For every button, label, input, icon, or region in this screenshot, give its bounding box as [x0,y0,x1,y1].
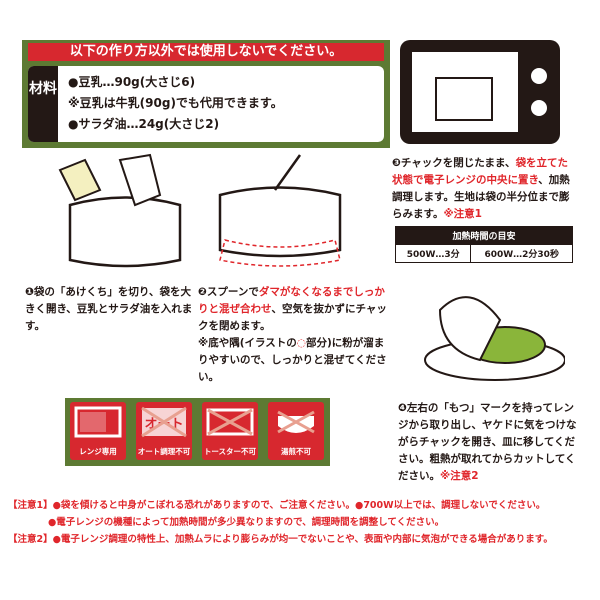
table-title: 加熱時間の目安 [395,226,573,245]
no-auto-icon: オート [141,406,187,438]
ingredients-box: 材料 ●豆乳…90g(大さじ6) ※豆乳は牛乳(90g)でも代用できます。 ●サ… [28,66,384,142]
microwave-icon [74,406,122,438]
microwave-only-badge: レンジ専用 [70,402,126,460]
no-auto-cook-badge: オート オート調理不可 [136,402,192,460]
ingredient-line: ●豆乳…90g(大さじ6) [68,75,196,89]
table-cell: 600W…2分30秒 [470,244,573,263]
ingredients-panel: 以下の作り方以外では使用しないでください。 材料 ●豆乳…90g(大さじ6) ※… [22,40,390,148]
step1-illustration [58,153,182,268]
ingredient-line: ※豆乳は牛乳(90g)でも代用できます。 [68,96,283,110]
step-4-text: ❹左右の「もつ」マークを持ってレンジから取り出し、ヤケドに気をつけながらチャック… [398,402,577,482]
no-toaster-icon [206,408,254,436]
step4-illustration [424,296,565,381]
microwave-illustration [400,40,560,144]
note-line: 【注意1】●袋を傾けると中身がこぼれる恐れがありますので、ご注意ください。●70… [8,500,546,511]
caution-notes: 【注意1】●袋を傾けると中身がこぼれる恐れがありますので、ご注意ください。●70… [8,497,553,548]
no-boil-icon [277,410,315,434]
note-line: ●電子レンジの機種によって加熱時間が多少異なりますので、調理時間を調整してくださ… [48,517,445,528]
ingredient-line: ●サラダ油…24g(大さじ2) [68,117,220,131]
no-boiling-badge: 湯煎不可 [268,402,324,460]
table-cell: 500W…3分 [394,244,472,263]
step-2-text: ❷スプーンでダマがなくなるまでしっかりと混ぜ合わせ、空気を抜かずにチャックを閉め… [198,286,387,383]
usage-icons-strip: レンジ専用 オート オート調理不可 トースター不可 湯煎不可 [65,398,330,466]
warning-banner: 以下の作り方以外では使用しないでください。 [28,43,384,61]
ingredients-label: 材料 [28,66,58,142]
no-toaster-badge: トースター不可 [202,402,258,460]
note-line: 【注意2】●電子レンジ調理の特性上、加熱ムラにより膨らみが均一でないことや、表面… [8,534,553,545]
step-1-text: ❶袋の「あけくち」を切り、袋を大きく開き、豆乳とサラダ油を入れます。 [25,286,193,332]
step2-illustration [218,154,342,267]
ingredients-list: ●豆乳…90g(大さじ6) ※豆乳は牛乳(90g)でも代用できます。 ●サラダ油… [68,72,283,135]
step-3-text: ❸チャックを閉じたまま、袋を立てた状態で電子レンジの中央に置き、加熱調理します。… [392,157,570,220]
